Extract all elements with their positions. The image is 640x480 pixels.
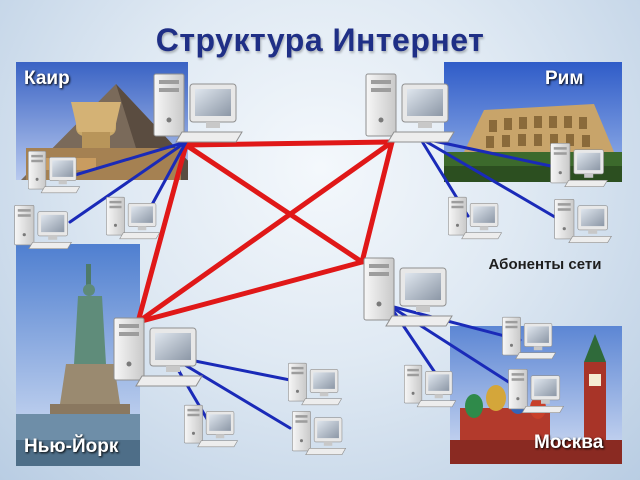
desktop-computer-icon [550,142,608,188]
desktop-computer-icon [508,368,565,414]
client-newyork-1 [286,362,344,406]
desktop-computer-icon [363,257,453,327]
desktop-computer-icon [113,317,203,387]
desktop-computer-icon [184,404,239,448]
label-moscow: Москва [534,432,604,453]
link-cairo-moscow [183,142,365,265]
server-moscow [360,256,456,328]
desktop-computer-icon [28,150,81,194]
server-newyork [110,316,206,388]
diagram-title: Структура Интернет [155,22,485,58]
desktop-computer-icon [365,73,455,143]
link-rome-newyork [135,139,395,325]
desktop-computer-icon [292,410,347,456]
link-moscow-newyork [135,259,365,325]
client-newyork-3 [290,410,348,456]
subscribers-caption: Абоненты сети [488,256,602,273]
desktop-computer-icon [153,73,243,143]
link-cairo-rome [183,139,395,148]
desktop-computer-icon [288,362,343,406]
desktop-computer-icon [404,364,457,408]
client-cairo-3 [104,196,162,240]
label-newyork: Нью-Йорк [24,436,119,457]
label-rome: Рим [545,68,584,89]
client-cairo-1 [26,150,82,194]
server-cairo [150,72,246,144]
link-cairo-newyork [135,142,189,325]
client-newyork-2 [182,404,240,448]
desktop-computer-icon [554,198,612,244]
client-rome-3 [552,198,614,244]
client-moscow-1 [500,316,558,360]
client-cairo-2 [12,204,74,250]
newyork-photo [16,244,140,466]
desktop-computer-icon [14,204,72,250]
desktop-computer-icon [448,196,503,240]
client-rome-1 [548,142,610,188]
label-cairo: Каир [24,68,70,89]
client-rome-2 [446,196,504,240]
client-moscow-3 [506,368,566,414]
backbone-links [135,139,395,325]
desktop-computer-icon [106,196,161,240]
server-rome [362,72,458,144]
client-moscow-2 [402,364,458,408]
desktop-computer-icon [502,316,557,360]
link-rome-moscow [359,139,395,265]
